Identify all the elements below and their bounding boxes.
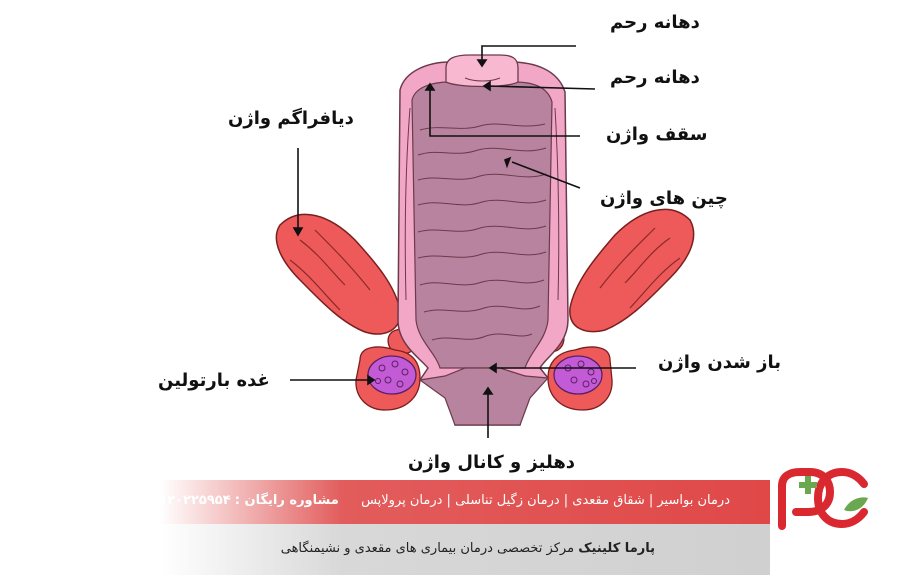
vaginal-canal [397,61,569,426]
label-vaginal-vault: سقف واژن [606,124,708,145]
label-cervix: دهانه رحم [610,67,700,88]
label-vestibule-canal: دهلیز و کانال واژن [408,452,576,473]
label-vaginal-rugae: چین های واژن [600,188,728,209]
label-cervix-top: دهانه رحم [610,12,700,33]
cervix [445,54,519,88]
phone-number[interactable]: ۰۹۱۲۰۲۲۵۹۵۴ [143,493,231,508]
consult-label: مشاوره رایگان : [234,493,339,508]
label-vaginal-diaphragm: دیافراگم واژن [228,108,354,129]
clinic-name: پارما کلینیک [578,541,655,556]
clinic-text: پارما کلینیک مرکز تخصصی درمان بیماری های… [281,541,655,556]
clinic-banner: پارما کلینیک مرکز تخصصی درمان بیماری های… [160,524,770,575]
services-banner: درمان بواسیر | شقاق مقعدی | درمان زگیل ت… [143,480,770,524]
label-bartholin-gland: غده بارتولین [158,370,270,391]
left-bartholin-gland [355,346,421,411]
right-bartholin-gland [547,346,613,411]
label-vaginal-opening: باز شدن واژن [658,352,781,373]
clinic-logo [778,468,868,530]
services-text: درمان بواسیر | شقاق مقعدی | درمان زگیل ت… [143,493,730,508]
pointer-lines [290,45,636,438]
services-list: درمان بواسیر | شقاق مقعدی | درمان زگیل ت… [361,493,730,508]
clinic-description: مرکز تخصصی درمان بیماری های مقعدی و نشیم… [280,541,575,556]
